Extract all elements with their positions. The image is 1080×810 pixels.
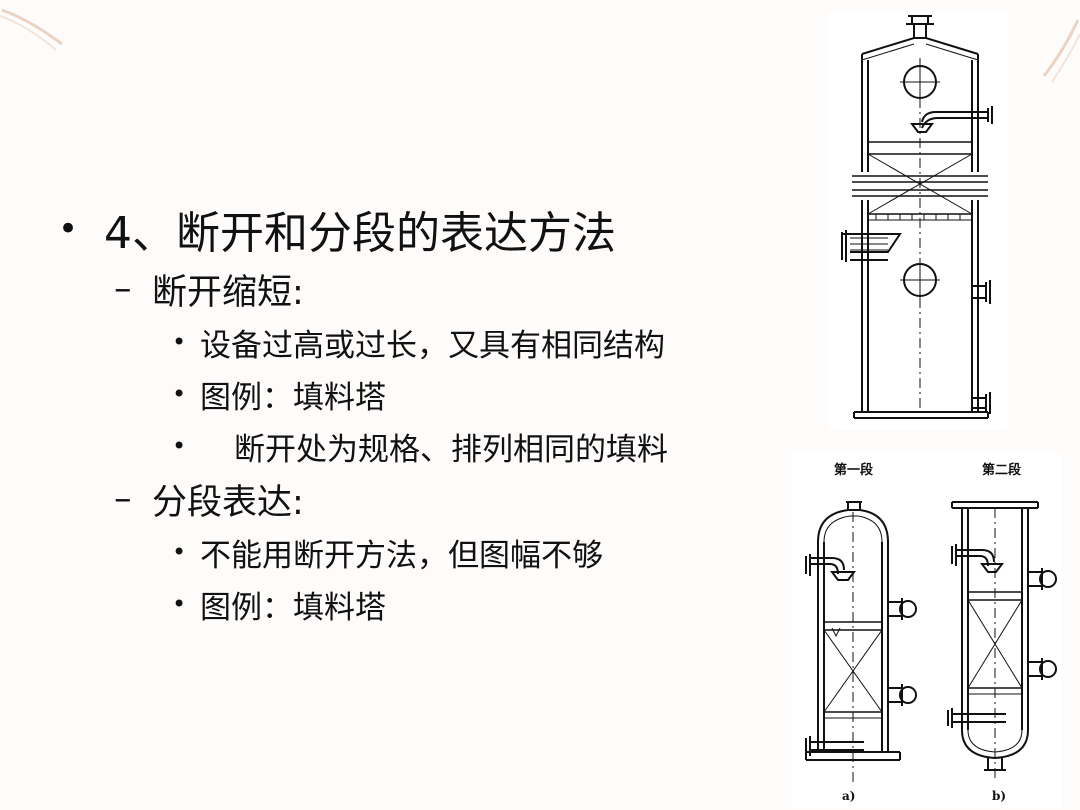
list-item: • 断开处为规格、排列相同的填料 (58, 420, 798, 472)
list-item: • 图例：填料塔 (58, 368, 798, 420)
section-a-title: 第一段 (834, 462, 873, 478)
list-item-text: 不能用断开方法，但图幅不够 (200, 537, 603, 574)
heading-bullet: • 4、断开和分段的表达方法 (58, 196, 798, 262)
subheading-text: 断开缩短: (152, 272, 304, 313)
bullet-mark: • (172, 328, 187, 356)
list-item: • 设备过高或过长，又具有相同结构 (58, 316, 798, 368)
list-item: • 不能用断开方法，但图幅不够 (58, 526, 798, 578)
list-item-text: 断开处为规格、排列相同的填料 (234, 431, 668, 468)
bullet-mark: • (172, 432, 187, 460)
corner-decoration-right (1042, 19, 1080, 83)
list-item-text: 图例：填料塔 (200, 379, 386, 416)
subheading-break: – 断开缩短: (58, 262, 798, 316)
subheading-section: – 分段表达: (58, 472, 798, 526)
packed-tower-section-view: 第一段 第二段 a) b) (792, 452, 1062, 808)
bullet-list: • 4、断开和分段的表达方法 – 断开缩短: • 设备过高或过长，又具有相同结构… (58, 196, 798, 630)
bullet-mark: • (58, 209, 79, 249)
list-item-text: 图例：填料塔 (200, 589, 386, 626)
dash-mark: – (114, 269, 132, 309)
list-item: • 图例：填料塔 (58, 578, 798, 630)
section-b-title: 第二段 (982, 462, 1021, 478)
label-b: b) (992, 789, 1006, 803)
bullet-mark: • (172, 380, 187, 408)
dash-mark: – (114, 479, 132, 519)
label-a: a) (842, 789, 855, 803)
subheading-text: 分段表达: (152, 482, 304, 523)
heading-text: 4、断开和分段的表达方法 (104, 208, 616, 259)
bullet-mark: • (172, 538, 187, 566)
bullet-mark: • (172, 590, 187, 618)
packed-tower-broken-view (828, 12, 1008, 430)
list-item-text: 设备过高或过长，又具有相同结构 (200, 327, 665, 364)
corner-decoration-left (0, 8, 63, 51)
